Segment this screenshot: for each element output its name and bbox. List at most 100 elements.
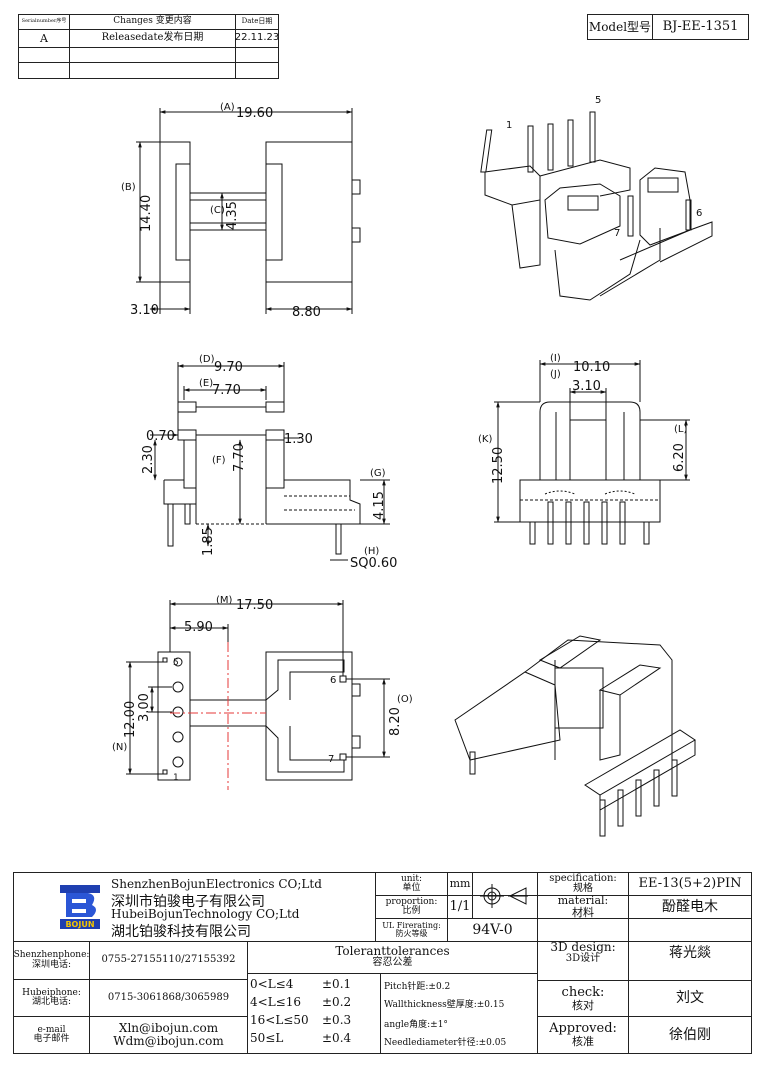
ul-label: UL Firerating:防火等级 [382,920,441,938]
dim-590: 5.90 [184,620,213,635]
iso-pin-1: 1 [506,120,512,131]
rev-date: 22.11.23 [234,32,280,44]
iso-view-top [480,111,713,301]
hubei-phone-label: Hubeiphone:湖北电话: [22,987,81,1007]
pin-label-7: 7 [328,754,334,765]
dim-m-label: (M) [216,595,233,606]
design-label: 3D design:3D设计 [550,940,616,965]
dim-n-value: 12.00 [123,701,138,738]
dim-i-label: (I) [550,353,561,364]
dim-g-value: 4.15 [372,491,387,520]
email-values: Xln@ibojun.com Wdm@ibojun.com [90,1017,247,1053]
bottom-view [126,600,390,781]
tol-value-1: ±0.1 [322,977,352,991]
tol-range-1: 0<L≤4 [250,977,294,991]
needle-note: Needlediameter针径:±0.05 [384,1038,507,1048]
iso-view-bottom [454,635,696,837]
dim-b-label: (B) [121,182,136,193]
tol-value-3: ±0.3 [322,1013,352,1027]
rev-header-changes: Changes 变更内容 [113,16,192,27]
rev-serial: A [40,31,48,45]
wall-note: Wallthickness壁厚度:±0.15 [384,1000,505,1010]
company-cn-2: 湖北铂骏科技有限公司 [111,924,251,940]
projection-symbol [473,873,537,918]
material-value: 酚醛电木 [662,898,718,915]
tol-range-2: 4<L≤16 [250,995,301,1009]
email-2[interactable]: Wdm@ibojun.com [113,1034,224,1048]
rev-change: Releasedate发布日期 [101,32,204,44]
dim-k-label: (K) [478,434,492,445]
dimension-labels: (A) 19.60 (B) 14.40 (C) 4.35 3.10 8.80 (… [112,95,702,783]
check-label: check:核对 [561,984,605,1012]
dim-m-value: 17.50 [236,598,273,613]
dim-a-value: 19.60 [236,106,273,121]
spec-value: EE-13(5+2)PIN [638,876,742,892]
pitch-note: Pitch针距:±0.2 [384,982,451,992]
revision-table: Serialnumber序号 Changes 变更内容 Date日期 A Rel… [18,14,279,79]
title-block: BOJUN ShenzhenBojunElectronics CO;Ltd 深圳… [13,872,752,1054]
ul-value: 94V-0 [472,921,513,938]
unit-label: unit:单位 [400,873,423,893]
tol-value-4: ±0.4 [322,1031,352,1045]
unit-value: mm [449,877,471,891]
dim-185: 1.85 [201,527,216,556]
dim-e-value: 7.70 [212,383,241,398]
iso-pin-7: 7 [614,228,620,239]
dim-e-label: (E) [199,378,213,389]
dim-l-label: (L) [674,424,687,435]
dim-880: 8.80 [292,305,321,320]
dim-j-value: 3.10 [572,379,601,394]
dim-c-label: (C) [210,205,225,216]
model-box: Model型号 BJ-EE-1351 [587,14,749,40]
pin-label-6: 6 [330,675,336,686]
dim-300: 3.00 [137,693,152,722]
proportion-label: proportion:比例 [385,896,438,916]
dim-g-label: (G) [370,468,386,479]
model-label: Model型号 [588,19,652,34]
company-en-1: ShenzhenBojunElectronics CO;Ltd [111,877,322,891]
company-cn-1: 深圳市铂骏电子有限公司 [111,894,265,910]
dim-230: 2.30 [141,445,156,474]
material-label: material:材料 [557,894,609,919]
dim-070: 0.70 [146,429,175,444]
drawing-canvas: (A) 19.60 (B) 14.40 (C) 4.35 3.10 8.80 (… [112,95,713,837]
email-1[interactable]: Xln@ibojun.com [118,1021,219,1036]
approved-label: Approved:核准 [549,1021,617,1049]
shenzhen-phone: 0755-27155110/27155392 [101,954,236,966]
dim-d-value: 9.70 [214,360,243,375]
dim-i-value: 10.10 [573,360,610,375]
pin-label-5: 5 [173,658,179,668]
dim-n-label: (N) [112,742,127,753]
dim-o-label: (O) [397,694,413,705]
iso-pin-6: 6 [696,208,702,219]
dim-f-value: 7.70 [232,443,247,472]
tol-range-3: 16<L≤50 [250,1013,309,1027]
dim-l-value: 6.20 [672,443,687,472]
logo-text: BOJUN [65,920,95,929]
company-logo: BOJUN [58,883,102,931]
check-value: 刘文 [676,990,704,1007]
dim-a-label: (A) [220,102,235,113]
rev-header-date: Date日期 [241,17,273,26]
front-view [494,360,690,545]
hubei-phone: 0715-3061868/3065989 [107,991,230,1003]
company-en-2: HubeiBojunTechnology CO;Ltd [111,907,300,921]
dim-130: 1.30 [284,432,313,447]
rev-header-serial: Serialnumber序号 [21,18,67,25]
top-view [136,108,361,314]
tol-value-2: ±0.2 [322,995,352,1009]
dim-f-label: (F) [212,455,226,466]
angle-note: angle角度:±1° [384,1020,448,1030]
proportion-value: 1/1 [449,899,471,915]
tol-range-4: 50≤L [250,1031,284,1045]
dim-c-value: 4.35 [225,201,240,230]
spec-label: specification:规格 [549,872,617,894]
shenzhen-phone-label: Shenzhenphone:深圳电话: [13,950,90,970]
design-value: 蒋光燚 [669,944,711,961]
dim-310: 3.10 [130,303,159,318]
approved-value: 徐伯刚 [669,1026,711,1043]
tolerance-notes: Pitch针距:±0.2 Wallthickness壁厚度:±0.15 angl… [384,977,536,1053]
dim-o-value: 8.20 [388,707,403,736]
